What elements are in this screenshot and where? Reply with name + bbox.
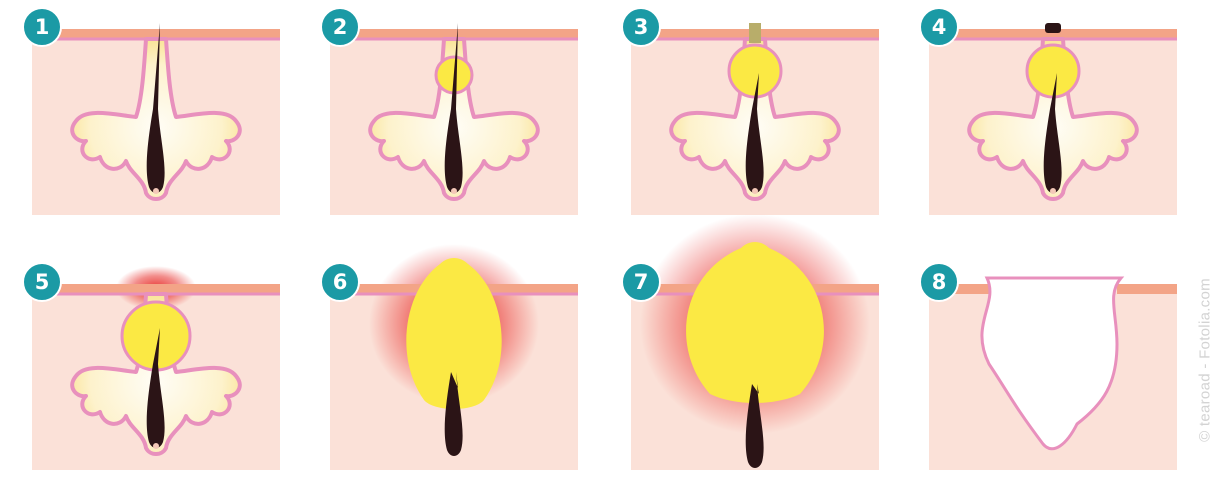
credit-text: © tearoad - Fotolia.com — [1197, 278, 1214, 442]
hair-bulb — [1050, 188, 1056, 194]
stage-2-panel: 2 — [321, 8, 578, 215]
stage-number: 7 — [634, 270, 649, 294]
stage-7-panel: 7 — [622, 214, 879, 470]
stage-6-panel: 6 — [321, 244, 578, 470]
whitehead-plug — [749, 23, 761, 43]
stage-number: 3 — [634, 15, 649, 39]
hair-bulb — [752, 188, 758, 194]
stage-number: 2 — [333, 15, 348, 39]
epidermis-right — [1117, 284, 1177, 294]
hair-bulb — [153, 188, 159, 194]
stage-1-panel: 1 — [23, 8, 280, 215]
hair-bulb — [153, 443, 159, 449]
stage-number: 8 — [932, 270, 947, 294]
stage-5-panel: 5 — [23, 263, 280, 470]
image-credit: © tearoad - Fotolia.com — [1193, 250, 1217, 470]
stage-number: 1 — [35, 15, 50, 39]
stage-number: 4 — [932, 15, 947, 39]
stage-number: 6 — [333, 270, 348, 294]
stage-3-panel: 3 — [622, 8, 879, 215]
sebum — [1027, 45, 1079, 97]
stage-4-panel: 4 — [920, 8, 1177, 215]
sebum — [729, 45, 781, 97]
hair-bulb — [451, 188, 457, 194]
stage-8-panel: 8 — [920, 263, 1177, 470]
stage-number: 5 — [35, 270, 50, 294]
blackhead-plug — [1045, 23, 1061, 33]
